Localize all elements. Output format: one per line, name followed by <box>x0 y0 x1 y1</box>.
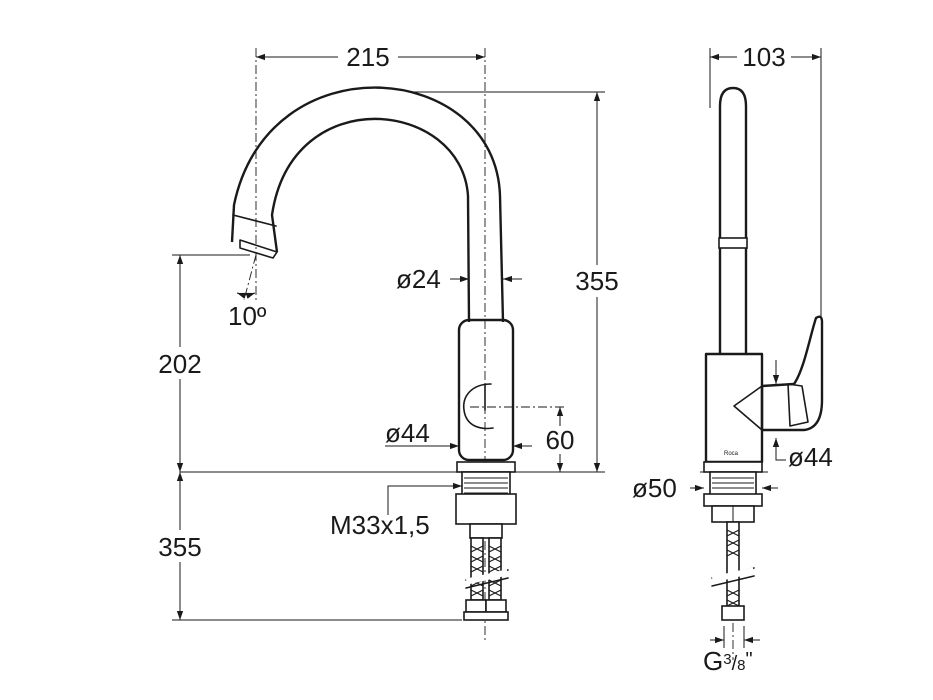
side-hose-fitting <box>721 605 745 621</box>
mounting-nut <box>455 493 517 525</box>
side-view: 103 Roca ø44 ø50 <box>632 42 833 676</box>
thread-hatching <box>464 477 508 494</box>
washer <box>469 523 503 539</box>
connection-denominator: 8 <box>737 657 745 674</box>
connection-unit: " <box>745 649 752 671</box>
front-view: 215 355 202 355 ø24 ø44 60 10º <box>150 42 626 640</box>
dim-spout-diameter-label: ø24 <box>396 264 441 294</box>
lever-curve <box>463 383 494 430</box>
faucet-body <box>457 318 515 462</box>
dim-depth-label: 103 <box>742 42 785 72</box>
side-thread-hatching <box>712 477 754 489</box>
dim-thread-label: M33x1,5 <box>330 510 430 540</box>
connection-numerator: 3 <box>723 651 731 668</box>
angle-tilt-line <box>243 254 257 301</box>
dim-height-label: 355 <box>575 266 618 296</box>
side-lever <box>760 315 824 432</box>
dim-angle-label: 10º <box>228 301 267 331</box>
side-base-ring <box>703 461 763 473</box>
spout-inner-outline <box>270 117 471 323</box>
dim-body-diameter-label: ø44 <box>385 418 430 448</box>
roca-logo: Roca <box>724 451 739 457</box>
connection-slash: / <box>732 653 738 675</box>
side-body-diameter-label: ø44 <box>788 442 833 472</box>
angle-arc <box>236 292 256 299</box>
dim-lever-height-label: 60 <box>546 425 575 455</box>
base-ring <box>456 461 516 473</box>
side-lever-inner <box>787 383 809 427</box>
spout-outer-outline <box>230 86 505 323</box>
dim-reach-label: 215 <box>346 42 389 72</box>
side-base-diameter-label: ø50 <box>632 473 677 503</box>
dim-clearance-label: 202 <box>158 349 201 379</box>
side-body-diameter-leader <box>772 438 786 461</box>
side-hose <box>711 521 755 621</box>
side-body <box>704 352 764 464</box>
flexible-hoses <box>463 537 509 621</box>
side-lever-wedge <box>733 385 763 431</box>
connection-prefix: G <box>703 646 723 676</box>
dim-below-deck-label: 355 <box>158 532 201 562</box>
thread-leader <box>387 482 462 515</box>
side-spout <box>718 86 748 354</box>
spout-tip <box>232 214 278 259</box>
side-spout-aerator <box>718 237 748 249</box>
side-connection-thread-label: G3/8" <box>703 646 753 676</box>
side-threaded-shank <box>709 471 757 497</box>
side-mounting-nut <box>703 493 763 507</box>
